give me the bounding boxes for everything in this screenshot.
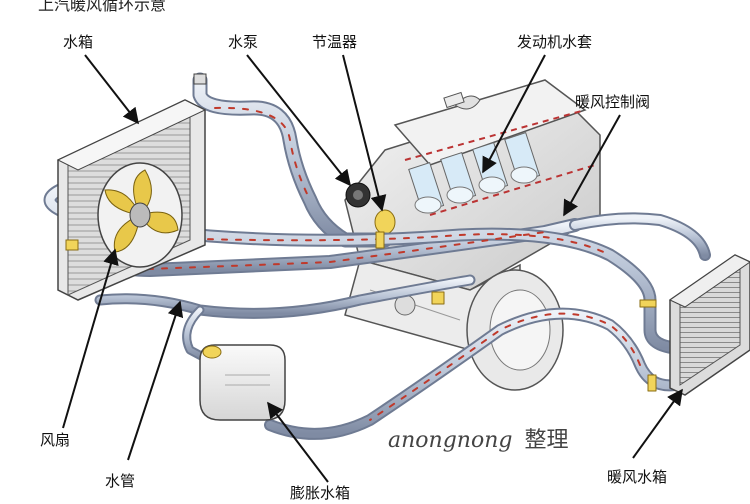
label-water-pipe: 水管 [105, 472, 136, 490]
leader-water-pump [246, 54, 351, 187]
label-thermostat: 节温器 [312, 33, 358, 51]
watermark: anongnong 整理 [388, 422, 568, 454]
diagram-title: 上汽暖风循环示意 [38, 0, 167, 14]
radiator [56, 73, 207, 301]
label-water-pump: 水泵 [228, 33, 259, 51]
label-radiator: 水箱 [63, 33, 94, 51]
expansion-tank [199, 344, 286, 421]
heater-core [668, 254, 750, 396]
label-engine-water-jacket: 发动机水套 [517, 33, 593, 51]
label-fan: 风扇 [40, 431, 71, 449]
watermark-latin: anongnong [388, 428, 513, 453]
watermark-cn: 整理 [524, 428, 569, 453]
flywheel [466, 269, 564, 391]
leader-heater-control-valve [563, 114, 621, 217]
label-heater-control-valve: 暖风控制阀 [575, 93, 651, 111]
label-heater-core: 暖风水箱 [607, 468, 668, 486]
leader-thermostat [342, 54, 387, 212]
leader-fan [62, 248, 119, 429]
leader-radiator [84, 54, 139, 125]
label-expansion-tank: 膨胀水箱 [290, 484, 351, 502]
engine-cylinders [408, 132, 541, 214]
fan [97, 162, 183, 268]
leader-expansion-tank [267, 401, 329, 483]
leader-lines [62, 54, 683, 483]
leader-heater-core [632, 388, 683, 459]
leader-engine-water-jacket [482, 54, 546, 174]
leader-water-pipe [127, 300, 184, 461]
